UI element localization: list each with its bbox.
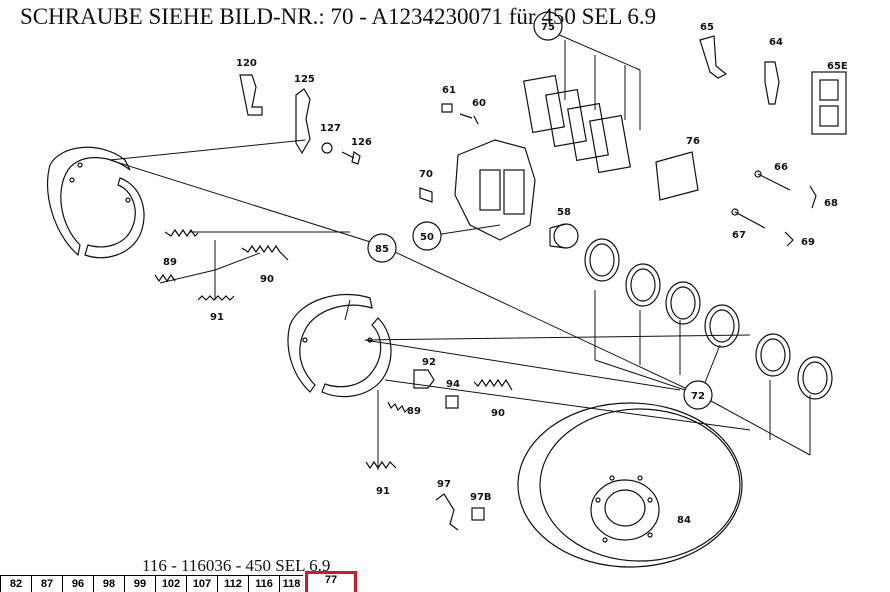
page-tab-118[interactable]: 118 [279, 575, 303, 592]
page-tab-77-active[interactable]: 77 [305, 571, 357, 592]
brake-shoe-upper [47, 146, 145, 259]
label-94: 94 [446, 379, 460, 390]
label-69: 69 [801, 237, 815, 248]
label-70: 70 [419, 169, 433, 180]
adjuster-parts [413, 369, 485, 531]
svg-text:50: 50 [420, 232, 434, 243]
page-tab-98[interactable]: 98 [93, 575, 124, 592]
part-labels: 120 125 127 126 61 60 70 58 76 65 64 65E… [163, 22, 848, 526]
label-125: 125 [294, 74, 315, 85]
page-tab-102[interactable]: 102 [155, 575, 186, 592]
label-92: 92 [422, 357, 436, 368]
label-126: 126 [351, 137, 372, 148]
page-tab-99[interactable]: 99 [124, 575, 155, 592]
piston [549, 223, 579, 249]
springs [154, 228, 513, 470]
callout-85[interactable]: 85 [367, 233, 397, 263]
parking-brake-hardware [239, 74, 361, 165]
seal-rings [584, 238, 833, 400]
leader-lines [109, 29, 811, 470]
callout-50[interactable]: 50 [412, 221, 442, 251]
label-90-upper: 90 [260, 274, 274, 285]
label-60: 60 [472, 98, 486, 109]
caliper [419, 103, 536, 241]
label-58: 58 [557, 207, 571, 218]
page-tab-107[interactable]: 107 [186, 575, 217, 592]
label-91-upper: 91 [210, 312, 224, 323]
page-tab-116[interactable]: 116 [248, 575, 279, 592]
callout-75[interactable]: 75 [533, 11, 563, 41]
page-title: SCHRAUBE SIEHE BILD-NR.: 70 - A123423007… [20, 4, 657, 29]
svg-text:75: 75 [541, 22, 555, 33]
clips [699, 35, 847, 135]
label-67: 67 [732, 230, 746, 241]
brake-pads [523, 74, 631, 174]
svg-text:72: 72 [691, 391, 705, 402]
svg-text:85: 85 [375, 244, 389, 255]
label-97b: 97B [470, 492, 492, 503]
pins [731, 170, 817, 247]
label-65: 65 [700, 22, 714, 33]
label-84: 84 [677, 515, 691, 526]
label-90-lower: 90 [491, 408, 505, 419]
callout-72[interactable]: 72 [683, 380, 713, 410]
label-64: 64 [769, 37, 783, 48]
label-91-lower: 91 [376, 486, 390, 497]
label-89-lower: 89 [407, 406, 421, 417]
label-65e: 65E [827, 61, 848, 72]
label-76: 76 [686, 136, 700, 147]
page-tab-96[interactable]: 96 [62, 575, 93, 592]
shim-plate [655, 151, 699, 201]
label-97: 97 [437, 479, 451, 490]
model-line: 116 - 116036 - 450 SEL 6.9 [142, 556, 331, 575]
page-tab-82[interactable]: 82 [0, 575, 31, 592]
page-tab-112[interactable]: 112 [217, 575, 248, 592]
page-tab-87[interactable]: 87 [31, 575, 62, 592]
label-89-upper: 89 [163, 257, 177, 268]
brake-disc [517, 402, 743, 568]
brake-shoe-lower [287, 293, 392, 398]
label-61: 61 [442, 85, 456, 96]
label-127: 127 [320, 123, 341, 134]
label-66: 66 [774, 162, 788, 173]
label-68: 68 [824, 198, 838, 209]
page-navigation: 82 87 96 98 99 102 107 112 116 118 77 [0, 571, 357, 592]
label-120: 120 [236, 58, 257, 69]
